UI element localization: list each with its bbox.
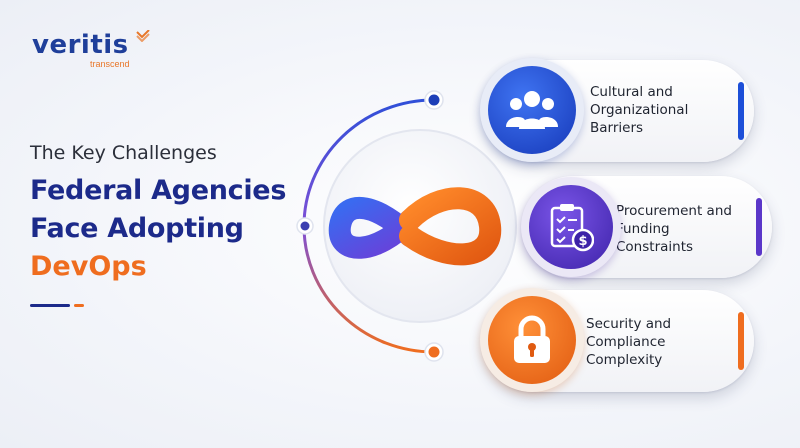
challenge-label-procurement: Procurement and Funding Constraints xyxy=(616,203,732,255)
headline-line4: DevOps xyxy=(30,251,147,282)
challenge-label-cultural: Cultural and Organizational Barriers xyxy=(590,84,689,136)
card-accent-bar xyxy=(738,312,744,370)
brand-tagline: transcend xyxy=(90,59,130,69)
headline: The Key Challenges Federal Agencies Face… xyxy=(30,142,287,307)
brand-name: veritis xyxy=(32,30,129,60)
headline-line2: Federal Agencies xyxy=(30,175,287,206)
headline-underline xyxy=(30,304,70,307)
center-disc xyxy=(323,129,517,323)
headline-line3: Face Adopting xyxy=(30,213,244,244)
challenge-badge-security xyxy=(480,288,584,392)
brand-logo: veritis transcend xyxy=(32,30,150,69)
headline-underline-accent xyxy=(74,304,84,307)
orbit-node-left xyxy=(296,217,314,235)
orbit-node-bottom xyxy=(424,342,444,362)
padlock-icon xyxy=(514,315,550,363)
infinity-loop-icon xyxy=(328,187,502,266)
clipboard-dollar-icon: $ xyxy=(550,204,594,252)
challenge-badge-procurement: $ xyxy=(521,177,621,277)
orbit-node-top xyxy=(424,90,444,110)
logo-swoosh-icon xyxy=(136,30,150,42)
people-group-icon xyxy=(506,91,558,129)
headline-line1: The Key Challenges xyxy=(30,142,217,164)
challenge-badge-cultural xyxy=(480,58,584,162)
svg-text:$: $ xyxy=(578,234,587,249)
card-accent-bar xyxy=(756,198,762,256)
challenge-label-security: Security and Compliance Complexity xyxy=(586,316,672,368)
card-accent-bar xyxy=(738,82,744,140)
